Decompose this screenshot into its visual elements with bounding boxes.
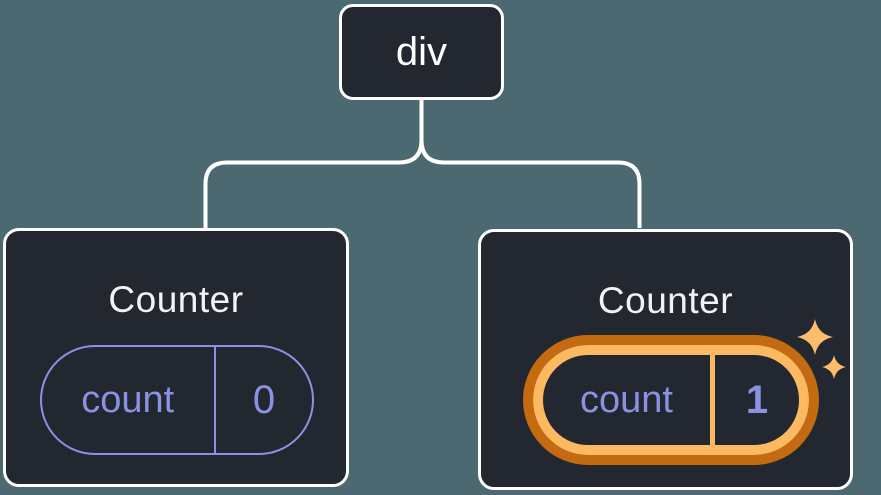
state-value-label: 1: [745, 377, 769, 422]
state-pill-highlighted: count 1: [523, 335, 819, 465]
root-node-div: div: [339, 4, 504, 100]
pill-divider: [710, 355, 715, 445]
state-pill: count 0: [40, 345, 314, 455]
pill-divider: [213, 347, 216, 453]
state-pill-highlight-inner-ring: count 1: [533, 345, 809, 455]
counter-node-left: Counter count 0: [3, 228, 349, 487]
counter-node-right: Counter count 1: [478, 229, 853, 490]
state-value-label: 0: [252, 377, 276, 422]
counter-title: Counter: [108, 279, 244, 320]
state-key-label: count: [580, 378, 673, 421]
counter-title: Counter: [597, 280, 734, 321]
root-node-label: div: [395, 29, 448, 74]
state-key-label: count: [81, 378, 175, 421]
